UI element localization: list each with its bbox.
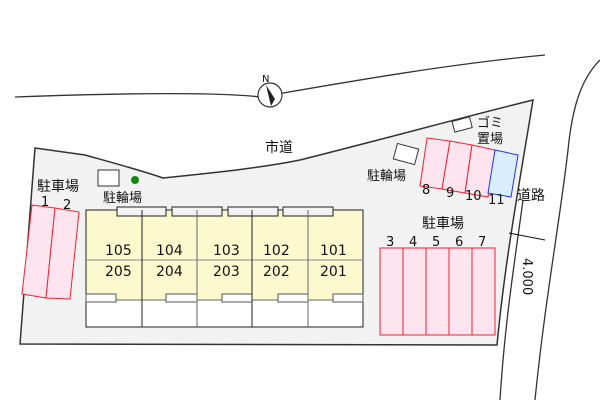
balcony — [332, 293, 364, 303]
parking-space-10 — [464, 144, 496, 198]
parking-space-11 — [487, 149, 519, 198]
apartment-building: 105 205 104 204 103 203 102 202 101 201 — [85, 206, 364, 328]
bike-parking-right-shed — [392, 142, 420, 166]
parking-right-label: 駐車場 — [422, 215, 464, 232]
unit-number: 204 — [156, 264, 183, 280]
tree-icon — [131, 176, 139, 184]
balcony — [221, 293, 253, 303]
unit-number: 104 — [156, 243, 183, 259]
bike-parking-right-label: 駐輪場 — [367, 168, 406, 184]
bike-parking-left-shed — [97, 169, 120, 187]
parking-space-2 — [45, 207, 80, 300]
unit-number: 103 — [213, 243, 240, 259]
parking-number: 1 — [41, 195, 49, 210]
unit-number: 202 — [263, 264, 290, 280]
building-units-area — [86, 210, 363, 300]
unit-number: 102 — [263, 243, 290, 259]
road-right-edge-right — [534, 59, 600, 400]
parking-number: 3 — [386, 235, 394, 250]
parking-space-3 — [379, 247, 404, 336]
parking-space-5 — [425, 247, 450, 336]
balcony — [165, 293, 198, 303]
parking-space-7 — [471, 247, 496, 336]
parking-left-label: 駐車場 — [37, 178, 79, 195]
garbage-label-1: ゴミ — [477, 115, 503, 131]
balcony — [85, 293, 117, 303]
parking-space-4 — [402, 247, 427, 336]
parking-number: 9 — [446, 186, 454, 201]
road-right-label: 道路 — [517, 188, 545, 204]
road-right-edge-left — [499, 199, 524, 400]
entrance-notch — [227, 206, 279, 217]
road-width-label: 4.000 — [519, 258, 534, 295]
parking-right: 駐車場 3 4 5 6 7 — [379, 215, 496, 336]
parking-space-6 — [448, 247, 473, 336]
unit-number: 105 — [105, 243, 132, 259]
unit-number: 101 — [320, 243, 347, 259]
unit-number: 201 — [320, 264, 347, 280]
parking-top: 8 9 10 11 — [419, 137, 519, 208]
bike-parking-left-label: 駐輪場 — [103, 190, 142, 206]
unit-number: 205 — [105, 264, 132, 280]
road-width-dimension — [508, 232, 546, 241]
compass-label: N — [262, 74, 269, 85]
parking-number: 4 — [409, 235, 417, 250]
road-top-label: 市道 — [265, 139, 293, 156]
north-arrow-icon — [266, 85, 275, 106]
parking-number: 6 — [455, 235, 463, 250]
parking-number: 7 — [478, 235, 486, 250]
compass: N — [257, 74, 283, 108]
parking-number: 10 — [465, 189, 482, 204]
parking-number: 11 — [488, 193, 505, 208]
parking-number: 8 — [422, 183, 430, 198]
garbage-station — [451, 116, 473, 133]
parking-left: 駐車場 1 2 — [21, 178, 80, 300]
balcony — [277, 293, 309, 303]
parking-number: 5 — [432, 235, 440, 250]
garbage-label-2: 置場 — [477, 132, 503, 147]
unit-number: 203 — [213, 264, 240, 280]
parking-number: 2 — [63, 198, 71, 213]
